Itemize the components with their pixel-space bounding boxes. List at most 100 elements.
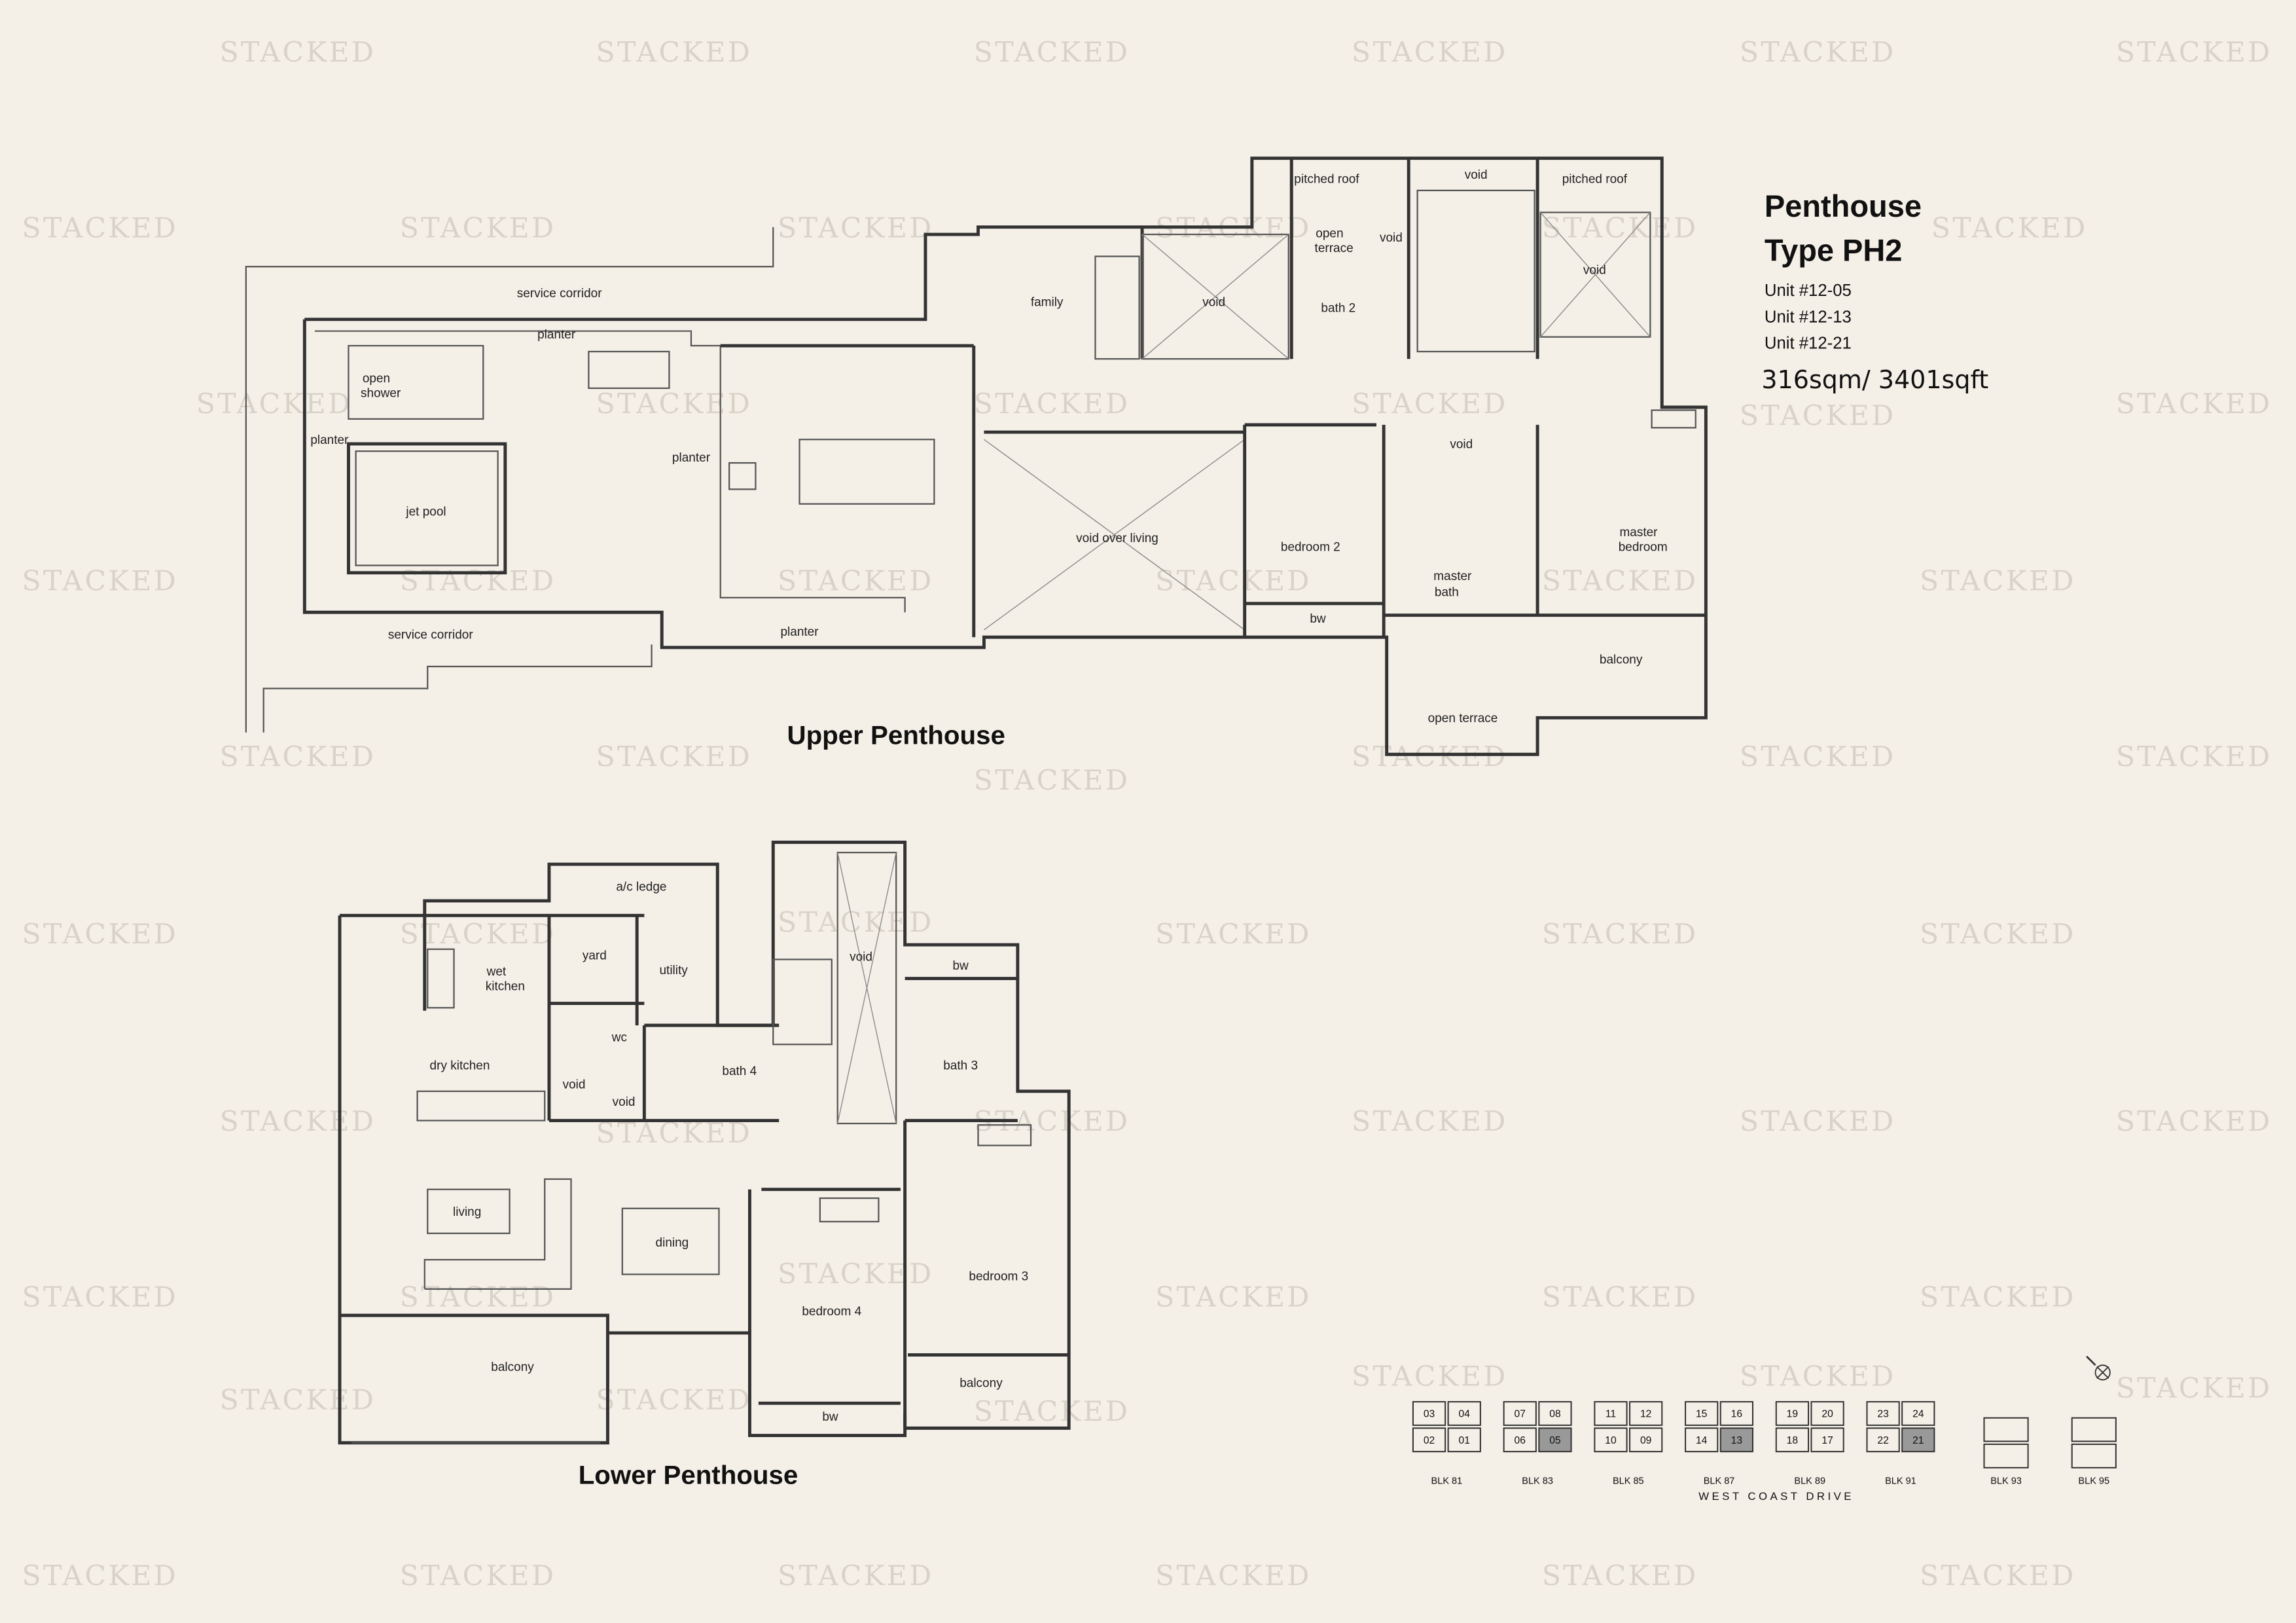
key-plan-unit-number: 03 bbox=[1424, 1409, 1435, 1420]
key-plan-block-label: BLK 95 bbox=[2078, 1476, 2109, 1486]
room-label: living bbox=[453, 1205, 481, 1219]
key-plan-block-label: BLK 93 bbox=[1990, 1476, 2022, 1486]
key-plan-unit-number: 14 bbox=[1696, 1435, 1708, 1446]
watermark: STACKED bbox=[22, 1560, 179, 1592]
watermark: STACKED bbox=[220, 1106, 376, 1138]
room-label: dry kitchen bbox=[430, 1059, 490, 1072]
room-label: balcony bbox=[1600, 653, 1643, 667]
key-plan-unit-number: 11 bbox=[1605, 1409, 1616, 1420]
watermark: STACKED bbox=[22, 212, 179, 244]
title-line-2: Type PH2 bbox=[1765, 232, 1903, 267]
room-label: service corridor bbox=[388, 629, 474, 642]
room-label: dining bbox=[656, 1236, 689, 1250]
room-label: jet pool bbox=[405, 505, 446, 519]
key-plan-unit bbox=[1719, 1401, 1753, 1426]
watermark: STACKED bbox=[400, 566, 556, 598]
room-label: bath 3 bbox=[943, 1059, 978, 1072]
key-plan-block-label: BLK 89 bbox=[1794, 1476, 1825, 1486]
room-label: kitchen bbox=[486, 979, 525, 993]
key-plan-unit-number: 22 bbox=[1877, 1435, 1888, 1446]
room-label: balcony bbox=[491, 1360, 534, 1374]
key-plan-unit-number: 17 bbox=[1821, 1435, 1833, 1446]
key-plan-block-label: BLK 87 bbox=[1704, 1476, 1735, 1486]
key-plan-unit-number: 23 bbox=[1877, 1409, 1889, 1420]
watermark: STACKED bbox=[22, 566, 179, 598]
watermark: STACKED bbox=[778, 212, 934, 244]
room-label: planter bbox=[537, 328, 576, 342]
key-plan-unit bbox=[1629, 1401, 1663, 1426]
key-plan-unit bbox=[1901, 1427, 1935, 1453]
watermark: STACKED bbox=[1352, 1361, 1508, 1393]
unit-number: Unit #12-05 bbox=[1765, 282, 1852, 300]
key-plan-unit-number: 18 bbox=[1787, 1435, 1799, 1446]
watermark: STACKED bbox=[974, 37, 1130, 69]
key-plan-unit-number: 21 bbox=[1912, 1435, 1924, 1446]
room-label: bedroom bbox=[1619, 540, 1668, 554]
watermark: STACKED bbox=[1352, 741, 1508, 773]
key-plan-unit-number: 09 bbox=[1640, 1435, 1651, 1446]
key-plan-unit bbox=[2071, 1443, 2117, 1468]
key-plan-unit bbox=[1810, 1401, 1844, 1426]
road-label: WEST COAST DRIVE bbox=[1698, 1490, 1854, 1503]
room-label: void bbox=[1202, 296, 1225, 310]
key-plan-unit bbox=[1594, 1427, 1628, 1453]
room-label: planter bbox=[672, 451, 711, 465]
room-label: utility bbox=[659, 964, 688, 977]
watermark: STACKED bbox=[778, 907, 934, 939]
watermark: STACKED bbox=[596, 1118, 753, 1150]
key-plan-unit bbox=[1775, 1427, 1810, 1453]
room-label: bath 4 bbox=[722, 1065, 757, 1078]
room-label: pitched roof bbox=[1294, 173, 1359, 187]
key-plan-unit-number: 04 bbox=[1459, 1409, 1471, 1420]
key-plan-unit bbox=[1447, 1401, 1481, 1426]
watermark: STACKED bbox=[1920, 1282, 2076, 1314]
key-plan-unit bbox=[1719, 1427, 1753, 1453]
key-plan-block: BLK 95 bbox=[2071, 1417, 2117, 1486]
watermark: STACKED bbox=[596, 1384, 753, 1416]
key-plan-unit bbox=[1685, 1427, 1719, 1453]
watermark: STACKED bbox=[1155, 1560, 1312, 1592]
watermark: STACKED bbox=[1155, 919, 1312, 951]
key-plan-unit-number: 20 bbox=[1821, 1409, 1833, 1420]
watermark: STACKED bbox=[2116, 388, 2272, 420]
room-label: open bbox=[363, 372, 390, 386]
north-arrow-icon bbox=[2086, 1355, 2111, 1381]
room-label: shower bbox=[361, 386, 401, 400]
watermark: STACKED bbox=[596, 37, 753, 69]
key-plan-unit bbox=[1447, 1427, 1481, 1453]
room-label: void bbox=[1380, 231, 1403, 245]
key-plan-unit bbox=[2071, 1417, 2117, 1442]
room-label: bw bbox=[822, 1410, 838, 1424]
watermark: STACKED bbox=[196, 388, 353, 420]
key-plan-unit bbox=[1866, 1427, 1900, 1453]
room-label: balcony bbox=[960, 1377, 1003, 1391]
room-label: void bbox=[563, 1078, 586, 1091]
watermark: STACKED bbox=[1542, 919, 1698, 951]
key-plan-unit-number: 08 bbox=[1549, 1409, 1561, 1420]
watermark: STACKED bbox=[974, 1396, 1130, 1428]
watermark: STACKED bbox=[1920, 1560, 2076, 1592]
unit-number: Unit #12-13 bbox=[1765, 308, 1852, 326]
watermark: STACKED bbox=[400, 1560, 556, 1592]
key-plan-unit-number: 05 bbox=[1549, 1435, 1561, 1446]
watermark: STACKED bbox=[1740, 1361, 1896, 1393]
key-plan-unit-number: 19 bbox=[1787, 1409, 1798, 1420]
key-plan-unit-number: 16 bbox=[1731, 1409, 1743, 1420]
key-plan-unit bbox=[1629, 1427, 1663, 1453]
key-plan-block-label: BLK 83 bbox=[1522, 1476, 1553, 1486]
unit-area: 316sqm/ 3401sqft bbox=[1761, 365, 1988, 394]
key-plan-unit bbox=[1901, 1401, 1935, 1426]
title-block: Penthouse Type PH2 Unit #12-05 Unit #12-… bbox=[1761, 189, 1988, 394]
watermark: STACKED bbox=[778, 1560, 934, 1592]
room-label: void bbox=[1583, 263, 1606, 277]
key-plan-unit bbox=[1983, 1417, 2029, 1442]
room-label: pitched roof bbox=[1562, 173, 1628, 187]
room-label: open bbox=[1316, 227, 1343, 241]
watermark: STACKED bbox=[1542, 566, 1698, 598]
watermark: STACKED bbox=[1352, 1106, 1508, 1138]
upper-penthouse-plan bbox=[245, 156, 1708, 756]
